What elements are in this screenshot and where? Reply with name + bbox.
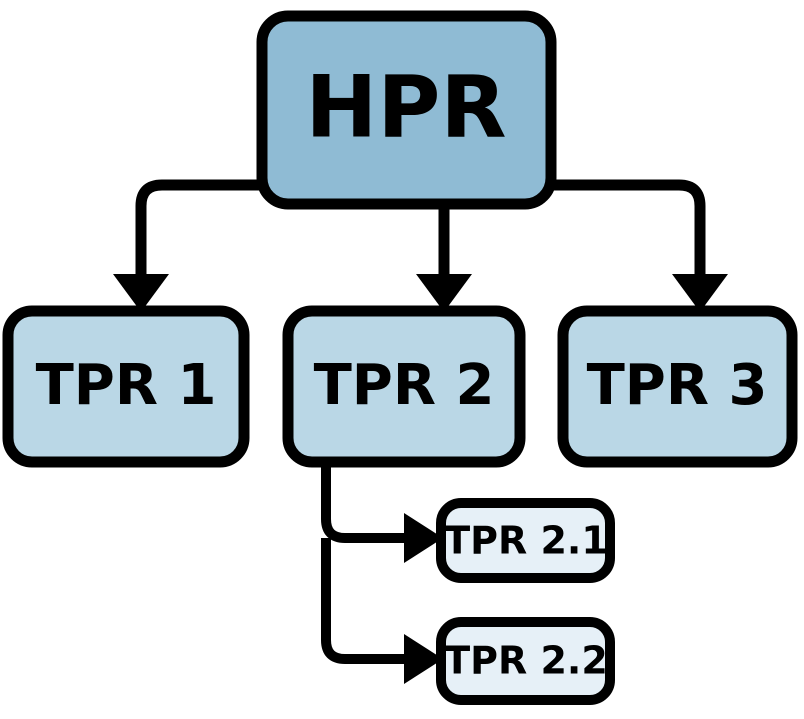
edge-group-root bbox=[113, 179, 728, 312]
node-tpr2-label: TPR 2 bbox=[314, 353, 495, 418]
node-hpr-label: HPR bbox=[305, 57, 506, 157]
node-tpr22-box[interactable] bbox=[436, 617, 615, 705]
node-tpr3[interactable]: TPR 3 bbox=[557, 305, 798, 468]
node-hpr[interactable]: HPR bbox=[256, 10, 557, 210]
node-tpr2-box[interactable] bbox=[282, 305, 526, 468]
arrowhead-hpr-to-tpr3 bbox=[672, 274, 728, 312]
node-tpr1-box[interactable] bbox=[2, 305, 250, 468]
node-tpr22[interactable]: TPR 2.2 bbox=[436, 617, 615, 705]
arrowhead-hpr-to-tpr1 bbox=[113, 274, 169, 312]
arrowhead-tpr2-to-tpr21 bbox=[404, 513, 443, 563]
arrowhead-hpr-to-tpr2 bbox=[416, 274, 472, 312]
node-tpr2[interactable]: TPR 2 bbox=[282, 305, 526, 468]
node-tpr3-box[interactable] bbox=[557, 305, 798, 468]
edge-tpr2-to-tpr22 bbox=[321, 538, 428, 664]
node-tpr22-label: TPR 2.2 bbox=[444, 639, 608, 683]
node-tpr1[interactable]: TPR 1 bbox=[2, 305, 250, 468]
node-hpr-box[interactable] bbox=[256, 10, 557, 210]
node-tpr21[interactable]: TPR 2.1 bbox=[436, 498, 615, 583]
edge-hpr-to-tpr3 bbox=[551, 179, 706, 296]
edge-hpr-to-tpr1 bbox=[135, 179, 262, 296]
node-tpr1-label: TPR 1 bbox=[36, 353, 217, 418]
node-tpr21-box[interactable] bbox=[436, 498, 615, 583]
arrowhead-tpr2-to-tpr22 bbox=[404, 634, 443, 684]
node-tpr21-label: TPR 2.1 bbox=[444, 519, 608, 563]
edge-group-tpr2-children bbox=[321, 462, 443, 684]
edge-tpr2-to-tpr21 bbox=[321, 462, 428, 543]
node-tpr3-label: TPR 3 bbox=[587, 353, 768, 418]
